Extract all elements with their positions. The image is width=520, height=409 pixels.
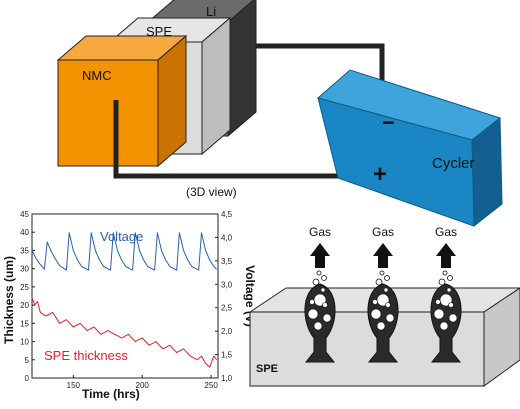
left-axis-tick-label: 10 — [20, 338, 29, 347]
right-axis-tick-label: 4,5 — [221, 210, 233, 219]
bubble — [309, 299, 315, 305]
chart-series — [31, 232, 218, 368]
left-axis-tick-label: 35 — [20, 246, 29, 255]
bubble — [383, 287, 389, 293]
spe-gas-diagram: SPE Gas Gas Gas — [248, 225, 520, 387]
x-axis-label: Time (hrs) — [82, 387, 140, 401]
bubble — [385, 313, 395, 323]
gas-defects: Gas Gas Gas — [304, 225, 462, 363]
escaping-bubble — [321, 275, 327, 281]
bubble — [307, 308, 319, 320]
right-axis-tick-label: 4,0 — [221, 233, 233, 242]
bubble — [376, 293, 390, 307]
right-axis-tick-label: 1,5 — [221, 351, 233, 360]
gas-defect: Gas — [367, 225, 399, 363]
bubble — [439, 321, 449, 331]
bubble — [320, 287, 326, 293]
bubble — [376, 321, 386, 331]
chart-plot-area — [31, 213, 219, 379]
right-axis-tick-label: 3,5 — [221, 257, 233, 266]
left-axis-tick-label: 25 — [20, 283, 29, 292]
bubble — [448, 302, 454, 308]
gas-defect: Gas — [304, 225, 336, 363]
bubble — [435, 299, 441, 305]
chart: 0 5 10 15 20 25 30 35 40 45 1,0 1,5 2,0 2,5 3,0 3,5 4,0… — [2, 210, 257, 401]
bubble — [446, 287, 452, 293]
gas-defect: Gas — [430, 225, 462, 363]
bubble — [313, 293, 327, 307]
bubble — [322, 313, 332, 323]
nmc-label: NMC — [82, 68, 112, 83]
y-axis-label: Thickness (um) — [2, 256, 16, 344]
right-axis-tick-label: 1,0 — [221, 374, 233, 383]
cycler: − + Cycler — [316, 69, 503, 228]
legend-spe-thickness: SPE thickness — [44, 348, 128, 363]
positive-wire — [113, 100, 378, 179]
left-axis-tick-label: 0 — [25, 374, 30, 383]
spe-thickness-series-line — [31, 297, 218, 368]
up-arrow-icon — [436, 243, 456, 268]
right-axis-tick-label: 3,0 — [221, 280, 233, 289]
right-axis-tick-label: 2,0 — [221, 327, 233, 336]
x-axis-ticks: 150 200 250 — [67, 375, 218, 390]
cycler-negative-terminal: − — [382, 110, 395, 135]
right-axis-tick-label: 2,5 — [221, 304, 233, 313]
escaping-bubble — [447, 275, 453, 281]
nmc-layer-front — [57, 59, 159, 167]
bubble — [433, 308, 445, 320]
spe-slab-label: SPE — [256, 363, 278, 375]
left-axis-tick-label: 30 — [20, 265, 29, 274]
escaping-bubble — [316, 270, 322, 276]
x-axis-tick-label: 250 — [204, 381, 218, 390]
cycler-label: Cycler — [432, 155, 475, 172]
gas-label: Gas — [309, 225, 331, 239]
escaping-bubble — [379, 270, 385, 276]
view-caption: (3D view) — [186, 185, 237, 199]
left-axis-tick-label: 15 — [20, 319, 29, 328]
left-axis-tick-label: 45 — [20, 210, 29, 219]
bubble — [313, 321, 323, 331]
bubble — [439, 293, 453, 307]
escaping-bubble — [442, 270, 448, 276]
gas-label: Gas — [372, 225, 394, 239]
bubble — [372, 299, 378, 305]
bubble — [385, 302, 391, 308]
gas-label: Gas — [435, 225, 457, 239]
escaping-bubble — [384, 275, 390, 281]
spe-label: SPE — [146, 24, 172, 39]
left-axis-tick-label: 20 — [20, 301, 29, 310]
bubble — [322, 302, 328, 308]
left-axis-ticks: 0 5 10 15 20 25 30 35 40 45 — [20, 210, 35, 383]
escaping-bubble — [375, 278, 383, 286]
cycler-front — [317, 97, 475, 227]
x-axis-tick-label: 200 — [136, 381, 150, 390]
left-axis-tick-label: 40 — [20, 228, 29, 237]
up-arrow-icon — [310, 243, 330, 268]
x-axis-tick-label: 150 — [67, 381, 81, 390]
left-axis-tick-label: 5 — [25, 356, 30, 365]
bubble — [448, 313, 458, 323]
cycler-positive-terminal: + — [373, 161, 387, 188]
battery-3d: Li SPE NMC — [56, 0, 257, 168]
bubble — [370, 308, 382, 320]
li-label: Li — [206, 4, 216, 19]
voltage-series-line — [31, 232, 217, 271]
escaping-bubble — [438, 278, 446, 286]
legend-voltage: Voltage — [100, 229, 143, 244]
up-arrow-icon — [373, 243, 393, 268]
right-axis-ticks: 1,0 1,5 2,0 2,5 3,0 3,5 4,0 4,5 — [215, 210, 233, 383]
escaping-bubble — [312, 278, 320, 286]
nmc-layer: NMC — [56, 34, 188, 168]
